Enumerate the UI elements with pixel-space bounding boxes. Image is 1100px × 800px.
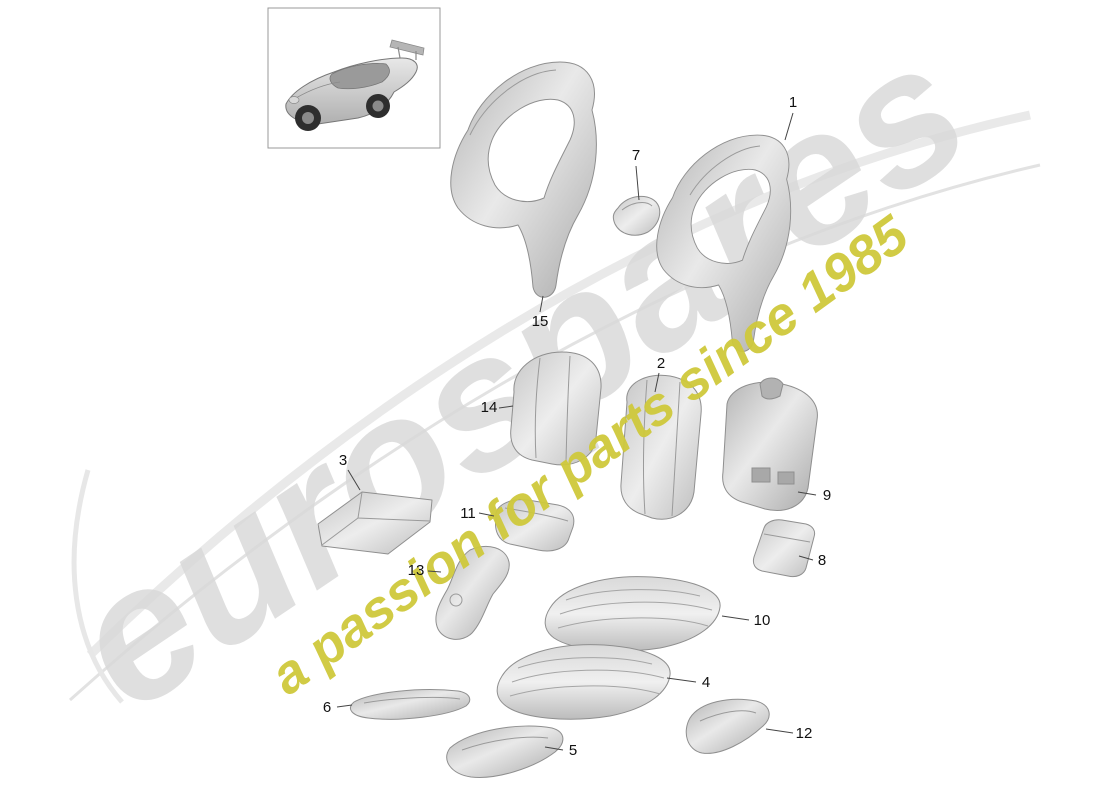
part-label-14[interactable]: 14 (481, 399, 498, 416)
part-label-12[interactable]: 12 (796, 725, 813, 742)
part-label-15[interactable]: 15 (532, 313, 549, 330)
part-label-8[interactable]: 8 (818, 552, 826, 569)
part-4-seat-cushion[interactable] (496, 644, 671, 720)
part-11-lumbar-pad[interactable] (495, 499, 575, 552)
part-8-pad[interactable] (752, 519, 816, 578)
part-10-seat-cushion[interactable] (544, 576, 721, 652)
porsche-911-gt3-icon (285, 39, 425, 131)
part-label-1[interactable]: 1 (789, 94, 797, 111)
part-13-bolster-foam[interactable] (435, 546, 510, 640)
part-label-7[interactable]: 7 (632, 147, 640, 164)
part-label-10[interactable]: 10 (754, 612, 771, 629)
part-9-backrest-panel[interactable] (722, 377, 818, 511)
part-6-side-trim[interactable] (350, 689, 471, 720)
part-14-backrest-foam-upper[interactable] (510, 351, 602, 466)
part-labels: 1 2 3 4 5 6 7 8 9 10 11 12 13 14 15 (323, 94, 831, 759)
background-swoosh (68, 110, 1041, 704)
vehicle-thumbnail[interactable] (267, 7, 441, 149)
part-label-3[interactable]: 3 (339, 452, 347, 469)
part-12-side-trim[interactable] (685, 698, 770, 754)
part-label-9[interactable]: 9 (823, 487, 831, 504)
part-7-pad[interactable] (612, 195, 661, 236)
part-15-seat-shell[interactable] (450, 61, 597, 298)
part-3-foam-wedge[interactable] (317, 491, 433, 555)
part-label-11[interactable]: 11 (460, 505, 476, 522)
part-label-2[interactable]: 2 (657, 355, 665, 372)
part-label-5[interactable]: 5 (569, 742, 577, 759)
part-5-side-trim[interactable] (446, 725, 564, 778)
part-2-backrest-foam[interactable] (620, 374, 702, 520)
part-label-6[interactable]: 6 (323, 699, 331, 716)
part-1-seat-shell[interactable] (656, 134, 792, 352)
part-label-4[interactable]: 4 (702, 674, 710, 691)
part-label-13[interactable]: 13 (408, 562, 425, 579)
